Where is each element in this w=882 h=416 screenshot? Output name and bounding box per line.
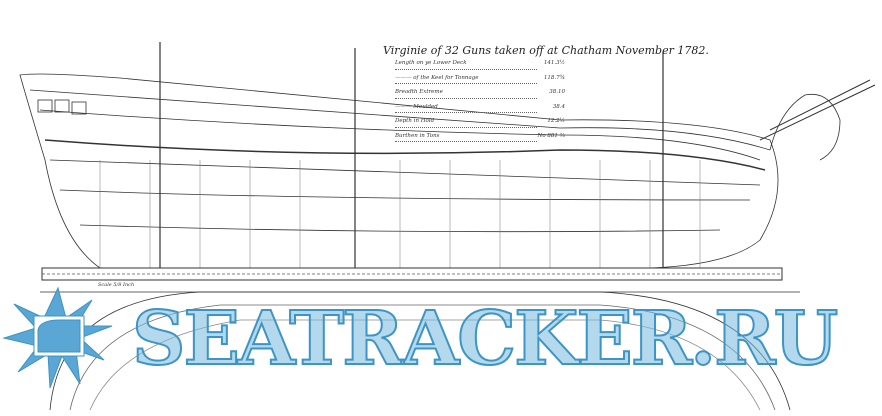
bowsprit [759,79,876,141]
dimension-row: Length on ye Lower Deck 141.3½ [395,58,565,73]
dimension-row: Breadth Extreme 38.10 [395,87,565,102]
plan-title: Virginie of 32 Guns taken off at Chatham… [383,44,709,57]
orlop-line [59,189,751,201]
dimension-value: 38.4 [552,103,565,110]
watermark-logo [2,286,113,389]
scale-note: Scale 5/8 Inch [98,282,135,288]
hull-outline [19,73,779,269]
dimension-value: 118.7¾ [543,74,565,81]
figurehead [769,93,841,161]
dimension-value: No 881 ⅔ [537,132,565,139]
upper-deck-line [29,89,771,151]
dimension-row: Depth in Hold 12.2½ [395,116,565,131]
stern-windows [37,99,87,115]
watermark-text: SEATRACKER.RU [131,296,839,382]
dimension-row: ——— of the Keel for Tonnage 118.7¾ [395,73,565,88]
wale [44,139,766,171]
gundeck-line [39,109,761,161]
dimensions-table: Length on ye Lower Deck 141.3½ ——— of the… [395,58,565,145]
dimension-value: 38.10 [549,89,565,95]
lower-deck-line [49,159,761,186]
dimension-label: Burthen in Tons [395,131,537,142]
dimension-label: Depth in Hold [395,116,537,128]
dimension-value: 12.2½ [547,118,565,124]
dimension-value: 141.3½ [543,60,565,66]
frame-stations [99,160,701,268]
dimension-label: Length on ye Lower Deck [395,58,537,70]
dimension-label: ——— of the Keel for Tonnage [395,73,537,84]
dimension-label: Breadth Extreme [395,87,537,99]
dimension-row: ——— Moulded 38.4 [395,102,565,117]
dimension-label: ——— Moulded [395,102,537,113]
